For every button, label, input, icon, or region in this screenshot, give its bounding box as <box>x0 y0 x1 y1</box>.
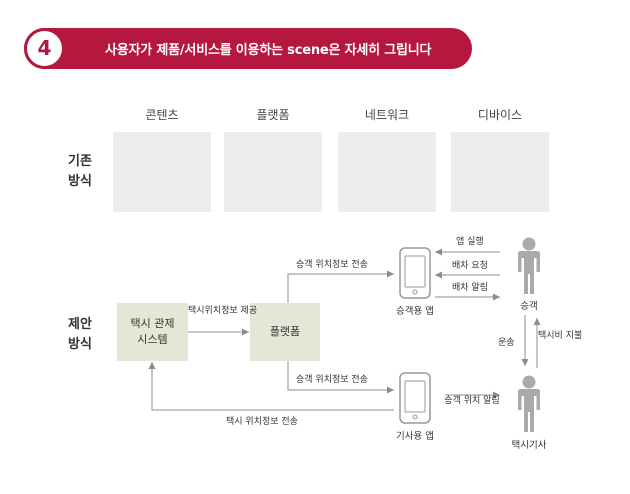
edge-driver-app-to-control <box>148 362 394 411</box>
node-taxi-control-system: 택시 관제 시스템 <box>117 303 188 361</box>
label-taxi-fare-payment: 택시비 지불 <box>538 331 583 341</box>
column-device: 디바이스 <box>477 108 523 122</box>
row-label-existing: 기존 방식 <box>68 154 92 189</box>
label-taxi-location-send: 택시 위치정보 전송 <box>226 417 298 427</box>
person-icon <box>518 375 540 432</box>
banner-title: 사용자가 제품/서비스를 이용하는 scene은 자세히 그립니다 <box>105 43 432 58</box>
label-dispatch-notify: 배차 알림 <box>452 283 488 293</box>
edge-platform-to-driver-app <box>287 361 394 394</box>
label-dispatch-request: 배차 요청 <box>452 261 488 271</box>
row-label-proposed: 제안 방식 <box>68 317 92 352</box>
column-contents: 콘텐츠 <box>145 108 179 122</box>
person-icon <box>518 237 540 294</box>
title-banner: 사용자가 제품/서비스를 이용하는 scene은 자세히 그립니다 <box>24 28 472 69</box>
label-app-run: 앱 실행 <box>456 237 484 247</box>
existing-device-box <box>451 132 549 212</box>
phone-icon <box>399 372 431 424</box>
label-taxi-location-provide: 택시위치정보 제공 <box>188 306 258 316</box>
existing-contents-box <box>113 132 211 212</box>
label-transport: 운송 <box>498 338 515 348</box>
column-platform: 플랫폼 <box>256 108 290 122</box>
label-passenger-location-bottom: 승객 위치정보 전송 <box>296 375 368 385</box>
phone-icon <box>399 247 431 299</box>
step-number-badge: 4 <box>24 28 65 69</box>
label-passenger-location-top: 승객 위치정보 전송 <box>296 260 368 270</box>
caption-driver-app: 기사용 앱 <box>396 431 434 442</box>
caption-passenger: 승객 <box>520 301 538 312</box>
caption-passenger-app: 승객용 앱 <box>396 306 434 317</box>
existing-network-box <box>338 132 436 212</box>
edge-platform-to-passenger-app <box>287 270 394 304</box>
column-network: 네트워크 <box>364 108 410 122</box>
node-platform: 플랫폼 <box>250 303 320 361</box>
existing-platform-box <box>224 132 322 212</box>
label-passenger-location-notify: 승객 위치 알림 <box>444 396 500 406</box>
caption-taxi-driver: 택시기사 <box>511 440 547 451</box>
